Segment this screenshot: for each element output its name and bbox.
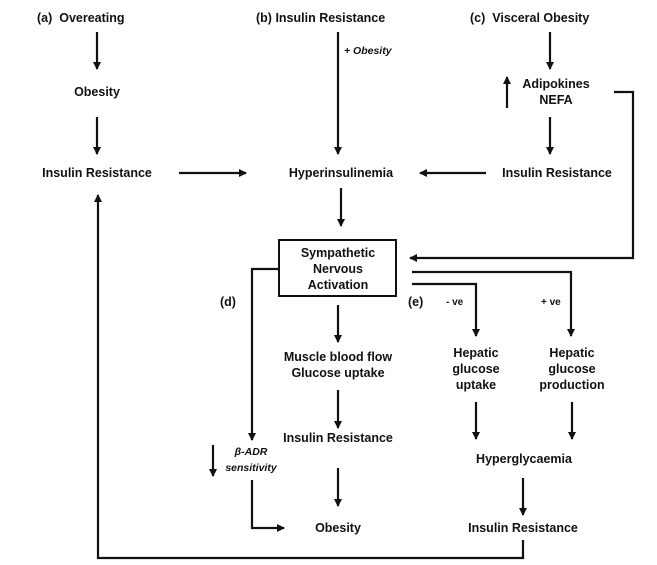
hepatic-uptake-line3: uptake [455,378,497,392]
hepatic-production-line3: production [539,378,605,392]
node-visceral-obesity: (c) Visceral Obesity [470,10,589,26]
arrow-sympathetic-to-hepatic-uptake [412,282,480,337]
node-insulin-resistance-c: Insulin Resistance [502,166,612,180]
arrow-sympathetic-to-beta-adr [248,267,278,441]
panel-tag-a: (a) [37,11,53,25]
node-beta-adr-sensitivity: β-ADR sensitivity [225,444,276,476]
node-hepatic-glucose-production: Hepatic glucose production [539,345,604,393]
edge-label-negative: - ve [446,297,464,308]
edge-label-positive: + ve [541,297,561,308]
nervous-label: Nervous [312,262,364,276]
glucose-uptake-label: Glucose uptake [291,366,385,380]
node-hyperinsulinemia: Hyperinsulinemia [288,166,394,180]
arrow-adipokines-to-sympathetic [409,90,635,262]
panel-tag-d: (d) [220,295,236,309]
node-obesity-d: Obesity [315,521,361,535]
node-insulin-resistance-b: (b) Insulin Resistance [256,10,385,26]
sympathetic-label: Sympathetic [300,246,376,260]
panel-tag-e: (e) [408,295,424,309]
node-hepatic-glucose-uptake: Hepatic glucose uptake [452,345,499,393]
overeating-label: Overeating [59,11,125,25]
node-hyperglycaemia: Hyperglycaemia [476,452,572,466]
activation-label: Activation [307,278,369,292]
hepatic-production-line1: Hepatic [549,346,595,360]
panel-tag-b: (b) [256,11,272,25]
node-insulin-resistance-e: Insulin Resistance [468,521,578,535]
muscle-blood-flow-label: Muscle blood flow [283,350,393,364]
nefa-label: NEFA [539,93,573,107]
hepatic-uptake-line2: glucose [452,362,500,376]
insulin-resistance-b-label: Insulin Resistance [275,11,386,25]
node-muscle-blood-flow: Muscle blood flow Glucose uptake [284,349,392,381]
hepatic-production-line2: glucose [548,362,596,376]
edge-label-obesity: + Obesity [344,45,392,57]
sympathetic-box-text: Sympathetic Nervous Activation [301,245,375,293]
sensitivity-label: sensitivity [225,462,277,474]
adipokines-label: Adipokines [522,77,590,91]
arrow-sympathetic-to-hepatic-production [412,270,575,337]
arrow-feedback-to-insulin-resistance-a [94,194,525,560]
hepatic-uptake-line1: Hepatic [453,346,499,360]
node-overeating: (a) Overeating [37,10,125,26]
node-insulin-resistance-d: Insulin Resistance [283,431,393,445]
node-adipokines-nefa: Adipokines NEFA [522,76,589,108]
node-sympathetic-nervous-activation [278,239,397,297]
node-insulin-resistance-a: Insulin Resistance [42,166,152,180]
beta-adr-label: β-ADR [234,446,268,458]
arrow-beta-adr-to-obesity [250,480,285,532]
panel-tag-c: (c) [470,11,486,25]
node-obesity-a: Obesity [74,85,120,99]
visceral-obesity-label: Visceral Obesity [492,11,590,25]
